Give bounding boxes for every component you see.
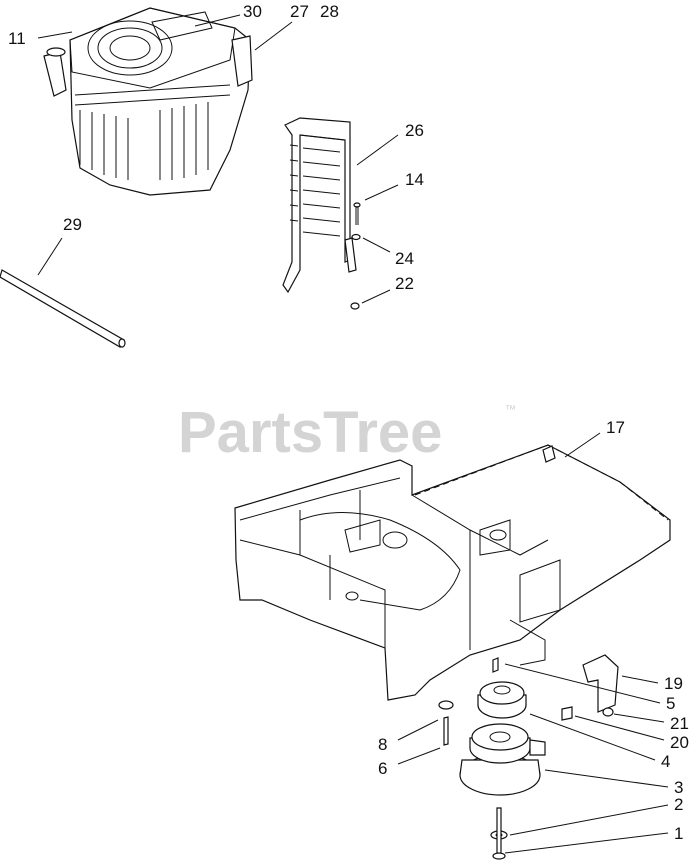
- pin-part[interactable]: [443, 716, 449, 746]
- callout-1: 1: [674, 824, 683, 843]
- engine-part[interactable]: [43, 7, 253, 196]
- rod-part[interactable]: [0, 269, 126, 348]
- clutch-part[interactable]: [459, 723, 546, 796]
- bolt-part[interactable]: [353, 202, 361, 225]
- callout-27: 27: [290, 2, 309, 21]
- heat-shield-part[interactable]: [282, 117, 357, 294]
- callout-29: 29: [63, 215, 82, 234]
- frame-part[interactable]: [234, 444, 671, 701]
- callout-24: 24: [395, 249, 414, 268]
- leader-lines: [37, 14, 669, 854]
- callout-5: 5: [666, 694, 675, 713]
- pulley-part[interactable]: [477, 681, 527, 719]
- callout-28: 28: [320, 2, 339, 21]
- callout-20: 20: [670, 733, 689, 752]
- key-part[interactable]: [492, 657, 499, 673]
- washer-part[interactable]: [351, 233, 361, 241]
- callout-6: 6: [378, 759, 387, 778]
- watermark-text: PartsTree: [178, 400, 442, 465]
- callout-3: 3: [674, 778, 683, 797]
- callout-17: 17: [606, 418, 625, 437]
- callout-22: 22: [395, 274, 414, 293]
- bracket-part[interactable]: [582, 654, 619, 713]
- callout-19: 19: [664, 674, 683, 693]
- callout-30: 30: [243, 2, 262, 21]
- callout-labels: 30 27 28 11 26 14 29 24 22 17 19 5 21 20…: [8, 2, 689, 843]
- callout-21: 21: [670, 714, 689, 733]
- nut-part[interactable]: [350, 302, 360, 310]
- flat-washer-part[interactable]: [438, 700, 454, 710]
- lock-nut-part[interactable]: [602, 707, 614, 717]
- callout-14: 14: [405, 170, 424, 189]
- clutch-bolt-part[interactable]: [492, 807, 506, 860]
- spacer-part[interactable]: [561, 706, 573, 721]
- watermark: PartsTree ™: [178, 400, 516, 465]
- callout-8: 8: [378, 735, 387, 754]
- watermark-trademark: ™: [505, 404, 516, 416]
- callout-2: 2: [674, 795, 683, 814]
- callout-11: 11: [8, 29, 26, 48]
- callout-26: 26: [405, 121, 424, 140]
- callout-4: 4: [661, 752, 670, 771]
